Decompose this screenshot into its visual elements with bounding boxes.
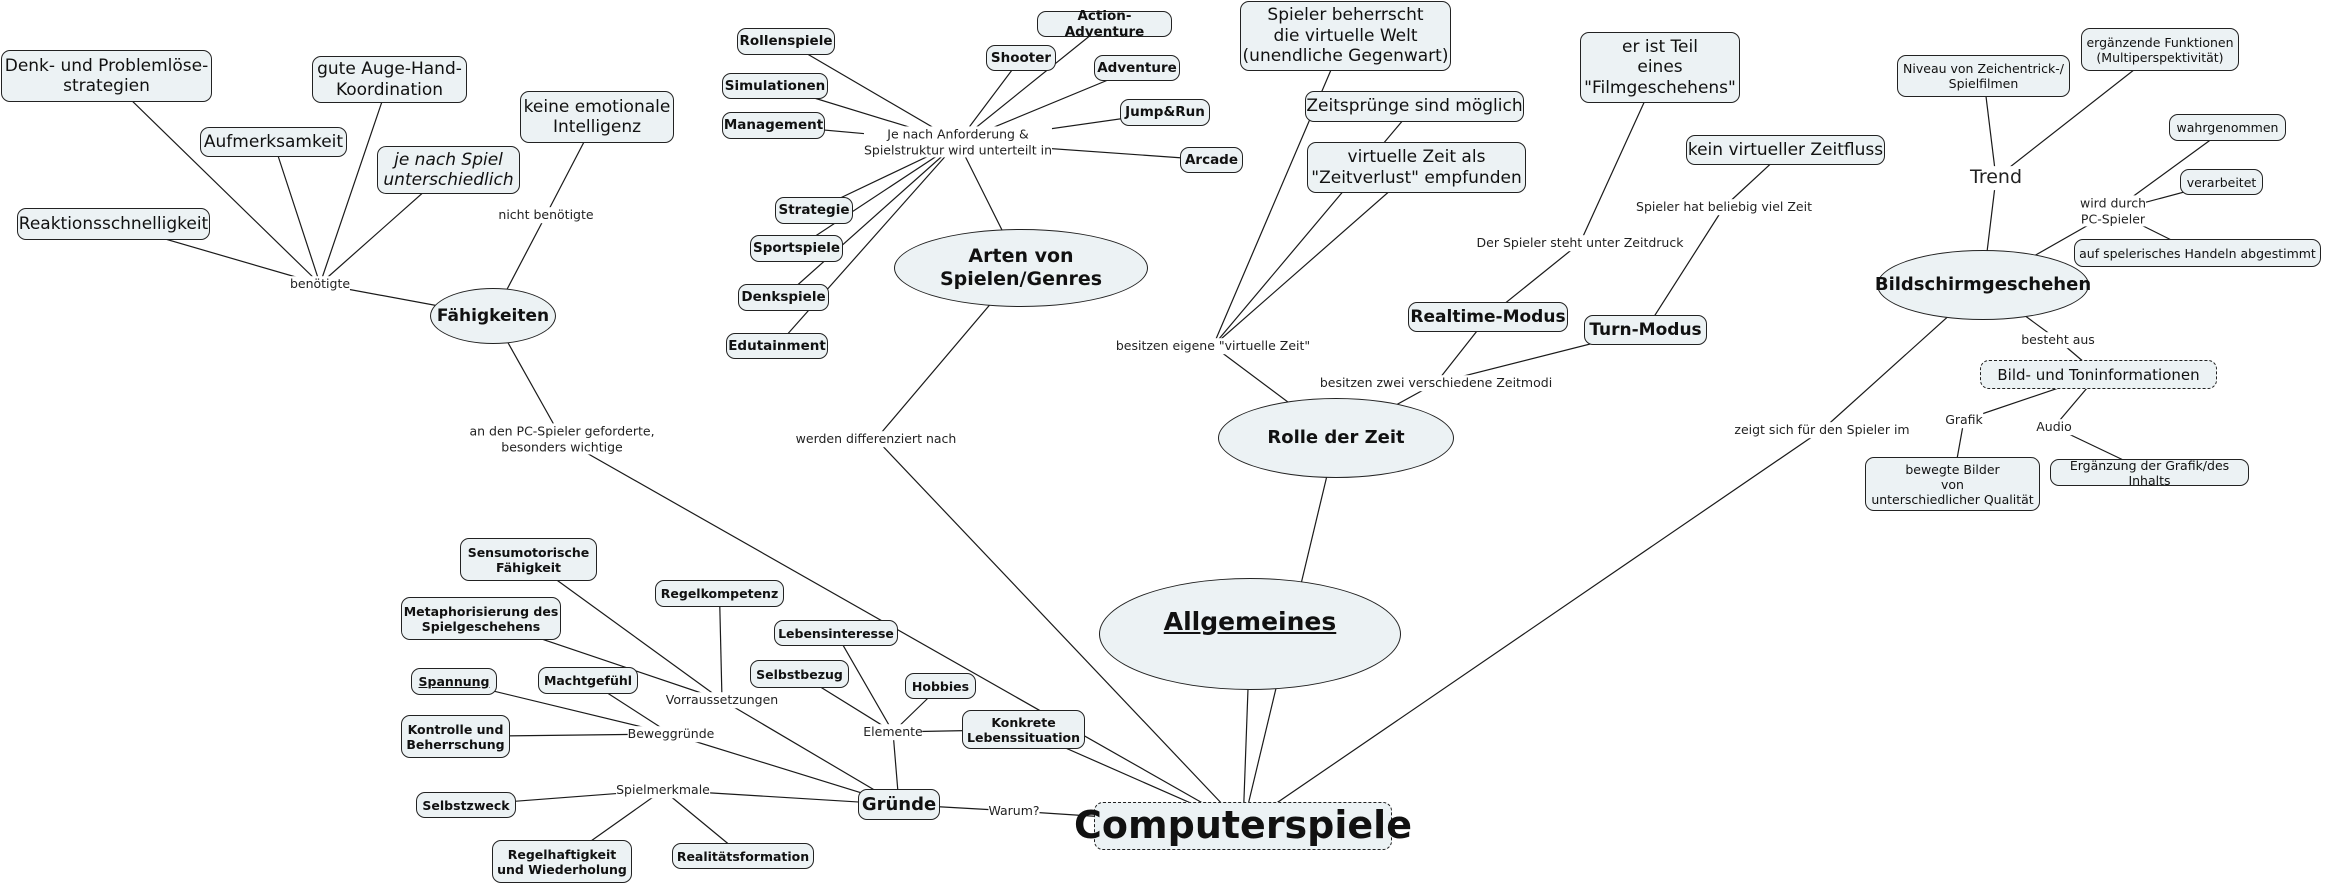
link-benoetigte: benötigte [289, 276, 351, 292]
skill-keine-emotionale-intelligenz[interactable]: keine emotionale Intelligenz [520, 91, 674, 143]
skill-reaktionsschnelligkeit[interactable]: Reaktionsschnelligkeit [17, 208, 210, 240]
element-hobbies[interactable]: Hobbies [905, 673, 976, 699]
element-selbstbezug[interactable]: Selbstbezug [750, 660, 849, 688]
trend-multiperspektivitaet[interactable]: ergänzende Funktionen (Multiperspektivit… [2081, 28, 2239, 71]
connector-lf1-f1 [319, 79, 391, 285]
genre-shooter[interactable]: Shooter [986, 45, 1056, 71]
link-warum: Warum? [988, 803, 1040, 819]
genre-action-adventure[interactable]: Action-Adventure [1037, 8, 1172, 40]
mode-turn[interactable]: Turn-Modus [1584, 315, 1707, 345]
link-elemente: Elemente [863, 724, 923, 740]
link-beweggruende: Beweggründe [627, 726, 715, 742]
pc-abgestimmt[interactable]: auf spelerisches Handeln abgestimmt [2074, 239, 2321, 267]
link-an-den-pc-spieler: an den PC-Spieler geforderte, besonders … [469, 423, 655, 455]
link-vorraussetzungen: Vorraussetzungen [665, 692, 779, 708]
link-je-nach-anforderung: Je nach Anforderung & Spielstruktur wird… [863, 126, 1053, 158]
genre-arcade[interactable]: Arcade [1180, 147, 1243, 173]
feature-selbstzweck[interactable]: Selbstzweck [416, 792, 516, 818]
root-node-computerspiele[interactable]: Computerspiele [1074, 802, 1412, 850]
link-besteht-aus: besteht aus [2021, 332, 2095, 348]
connector-n-root-lb0 [1242, 429, 1823, 827]
link-grafik: Grafik [1945, 412, 1983, 428]
connector-lf1-f0 [106, 75, 321, 285]
connector-lg1-v2 [718, 593, 723, 701]
motive-kontrolle[interactable]: Kontrolle und Beherrschung [401, 715, 510, 758]
genre-jump-and-run[interactable]: Jump&Run [1120, 99, 1210, 126]
link-nicht-benoetigte: nicht benötigte [498, 207, 594, 223]
link-virtuelle-zeit: besitzen eigene "virtuelle Zeit" [1115, 338, 1311, 354]
node-bild-toninformationen[interactable]: Bild- und Toninformationen [1980, 360, 2217, 389]
genre-adventure[interactable]: Adventure [1094, 55, 1180, 81]
skill-je-nach-spiel[interactable]: je nach Spiel unterschiedlich [377, 146, 520, 194]
link-zwei-zeitmodi: besitzen zwei verschiedene Zeitmodi [1319, 375, 1553, 391]
element-konkrete-lebenssituation[interactable]: Konkrete Lebenssituation [962, 710, 1085, 749]
element-lebensinteresse[interactable]: Lebensinteresse [774, 620, 898, 646]
hub-faehigkeiten[interactable]: Fähigkeiten [430, 288, 556, 344]
pc-verarbeitet[interactable]: verarbeitet [2180, 169, 2263, 195]
feature-regelhaftigkeit[interactable]: Regelhaftigkeit und Wiederholung [492, 840, 632, 883]
skill-aufmerksamkeit[interactable]: Aufmerksamkeit [200, 127, 347, 157]
connector-n-root-lf3 [561, 438, 1244, 827]
motive-spannung[interactable]: Spannung [411, 668, 497, 695]
time-kein-zeitfluss[interactable]: kein virtueller Zeitfluss [1686, 135, 1885, 165]
prerequisite-sensumotorisch[interactable]: Sensumotorische Fähigkeit [460, 538, 597, 581]
prerequisite-regelkompetenz[interactable]: Regelkompetenz [655, 580, 784, 607]
time-zeitspruenge[interactable]: Zeitsprünge sind möglich [1305, 91, 1524, 122]
connector-la1-g8 [957, 23, 1105, 143]
genre-management[interactable]: Management [722, 112, 825, 139]
link-werden-differenziert: werden differenziert nach [795, 431, 957, 447]
link-audio: Audio [2036, 419, 2072, 435]
connector-lz1-z2 [1212, 167, 1417, 347]
connector-n-gruende-lg1 [721, 699, 900, 806]
genre-denkspiele[interactable]: Denkspiele [738, 284, 829, 311]
genre-rollenspiele[interactable]: Rollenspiele [737, 28, 835, 55]
connector-n-root-la2 [875, 438, 1244, 827]
time-filmgeschehen[interactable]: er ist Teil eines "Filmgeschehens" [1580, 32, 1740, 103]
hub-bildschirmgeschehen[interactable]: Bildschirmgeschehen [1875, 250, 2091, 320]
pc-wahrgenommen[interactable]: wahrgenommen [2169, 114, 2286, 141]
link-zeigt-sich: zeigt sich für den Spieler im [1734, 422, 1910, 438]
time-spieler-beherrscht[interactable]: Spieler beherrscht die virtuelle Welt (u… [1240, 1, 1451, 71]
link-wird-durch-pc-spieler: wird durch PC-Spieler [2079, 195, 2147, 227]
motive-machtgefuehl[interactable]: Machtgefühl [538, 667, 638, 694]
hub-rolle-der-zeit[interactable]: Rolle der Zeit [1218, 398, 1454, 478]
time-zeitverlust[interactable]: virtuelle Zeit als "Zeitverlust" empfund… [1307, 142, 1526, 193]
genre-sportspiele[interactable]: Sportspiele [750, 235, 843, 262]
hub-allgemeines-label: Allgemeines [1163, 607, 1337, 636]
connector-la1-g4 [796, 141, 959, 250]
connector-la1-g6 [776, 141, 959, 347]
connector-la1-g5 [783, 141, 959, 298]
hub-gruende[interactable]: Gründe [858, 789, 940, 820]
grafik-bewegte-bilder[interactable]: bewegte Bilder von unterschiedlicher Qua… [1865, 457, 2040, 511]
hub-arten-von-spielen[interactable]: Arten von Spielen/Genres [894, 229, 1148, 307]
trend-label: Trend [1970, 166, 2022, 190]
genre-strategie[interactable]: Strategie [775, 197, 853, 224]
feature-realitaetsformation[interactable]: Realitätsformation [672, 843, 814, 869]
link-zeitdruck: Der Spieler steht unter Zeitdruck [1476, 235, 1684, 251]
link-spielmerkmale: Spielmerkmale [616, 782, 710, 798]
connector-la1-g0 [785, 40, 959, 143]
genre-edutainment[interactable]: Edutainment [726, 333, 828, 359]
mode-realtime[interactable]: Realtime-Modus [1408, 302, 1568, 332]
genre-simulationen[interactable]: Simulationen [722, 73, 828, 99]
motive-spannung-label: Spannung [418, 674, 490, 689]
hub-allgemeines[interactable]: Allgemeines [1099, 578, 1401, 690]
connector-z4-lz4 [1644, 206, 1725, 331]
trend-zeichentrick[interactable]: Niveau von Zeichentrick-/ Spielfilmen [1897, 55, 2070, 97]
audio-ergaenzung[interactable]: Ergänzung der Grafik/des Inhalts [2050, 458, 2249, 488]
link-beliebig-viel-zeit: Spieler hat beliebig viel Zeit [1636, 199, 1812, 215]
connector-lz1-z0 [1212, 35, 1347, 347]
skill-denk-problemloese[interactable]: Denk- und Problemlöse- strategien [1, 50, 212, 102]
skill-auge-hand[interactable]: gute Auge-Hand- Koordination [312, 56, 467, 103]
connector-lg1-v0 [528, 559, 723, 701]
connector-lg4-e0 [835, 632, 894, 733]
prerequisite-metaphorisierung[interactable]: Metaphorisierung des Spielgeschehens [401, 597, 561, 640]
connector-lf1-f2 [272, 141, 321, 285]
